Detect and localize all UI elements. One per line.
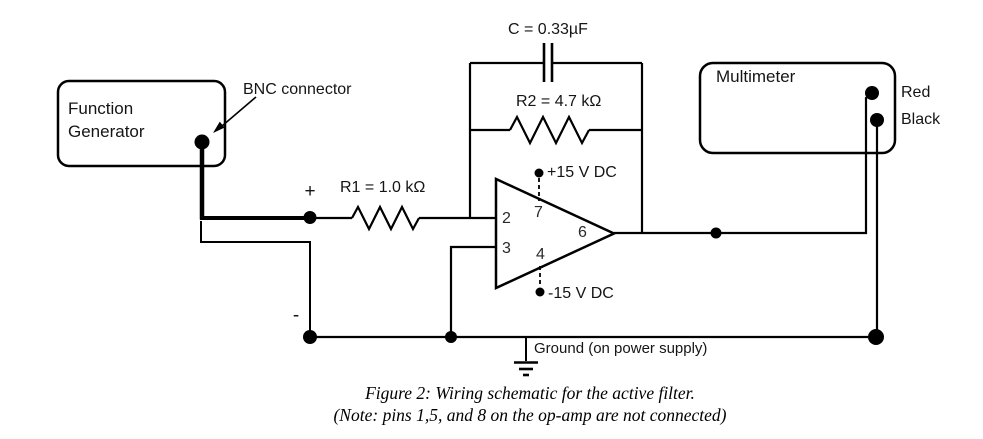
- function-generator-label-line2: Generator: [68, 122, 145, 141]
- pin3-ground-junction-dot: [445, 331, 457, 343]
- red-terminal-label: Red: [901, 84, 931, 101]
- vminus-terminal-dot: [535, 287, 545, 297]
- minus-sign-label: -: [292, 305, 300, 326]
- plus-sign-label: +: [304, 181, 316, 202]
- capacitor-value-label: C = 0.33µF: [508, 21, 588, 38]
- output-wire: [614, 93, 872, 235]
- resistor-r2-symbol: [509, 114, 590, 146]
- plus-junction-dot: [303, 211, 317, 224]
- r2-value-label: R2 = 4.7 kΩ: [516, 93, 602, 110]
- vplus-terminal-dot: [534, 168, 544, 178]
- vminus-label: -15 V DC: [548, 285, 614, 302]
- multimeter-label: Multimeter: [716, 67, 796, 86]
- red-terminal-dot: [865, 86, 879, 100]
- ground-return-wire: [200, 221, 311, 337]
- opamp-pin4-label: 4: [536, 246, 545, 263]
- bnc-terminal-dot: [194, 134, 210, 150]
- opamp-pin7-label: 7: [534, 204, 543, 221]
- vplus-label: +15 V DC: [547, 164, 617, 181]
- bnc-connector-label: BNC connector: [243, 81, 352, 98]
- minus-junction-dot: [303, 330, 317, 344]
- ground-right-junction-dot: [868, 329, 884, 345]
- figure-caption: Figure 2: Wiring schematic for the activ…: [80, 383, 980, 427]
- r1-value-label: R1 = 1.0 kΩ: [340, 179, 426, 196]
- resistor-r1-symbol: [351, 204, 420, 232]
- opamp-pin3-label: 3: [502, 240, 511, 257]
- ground-label: Ground (on power supply): [534, 340, 708, 357]
- figure-caption-line2: (Note: pins 1,5, and 8 on the op-amp are…: [333, 405, 727, 425]
- black-terminal-label: Black: [901, 111, 941, 128]
- function-generator-label-line1: Function: [68, 99, 134, 118]
- multimeter-box: [698, 61, 897, 155]
- figure-caption-line1: Figure 2: Wiring schematic for the activ…: [365, 383, 695, 403]
- opamp-pin2-label: 2: [502, 210, 511, 227]
- black-terminal-dot: [870, 113, 884, 127]
- opamp-pin6-label: 6: [578, 224, 587, 241]
- bnc-arrowhead-icon: [213, 121, 225, 133]
- opamp-triangle: [494, 177, 617, 290]
- pin3-wire: [449, 245, 496, 337]
- output-junction-dot: [710, 227, 722, 239]
- bnc-arrow-line: [221, 96, 257, 127]
